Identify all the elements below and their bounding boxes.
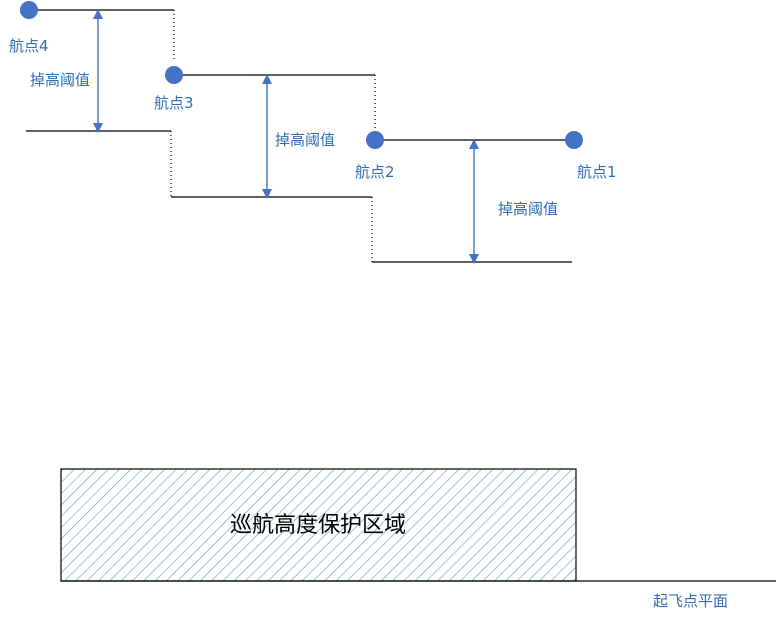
waypoint2-label: 航点2 [355,163,395,181]
threshold-label-3: 掉高阈值 [498,200,558,218]
threshold-label-1: 掉高阈值 [30,71,90,89]
protection-zone-box [60,468,577,582]
waypoint2-marker [366,131,384,149]
takeoff-plane-label: 起飞点平面 [653,592,728,610]
waypoint1-label: 航点1 [577,163,617,181]
threshold-label-2: 掉高阈值 [275,131,335,149]
waypoint1-marker [565,131,583,149]
protection-zone-label: 巡航高度保护区域 [230,513,406,538]
waypoint4-label: 航点4 [9,37,49,55]
waypoint3-marker [165,66,183,84]
waypoint4-marker [20,1,38,19]
waypoint3-label: 航点3 [154,94,194,112]
